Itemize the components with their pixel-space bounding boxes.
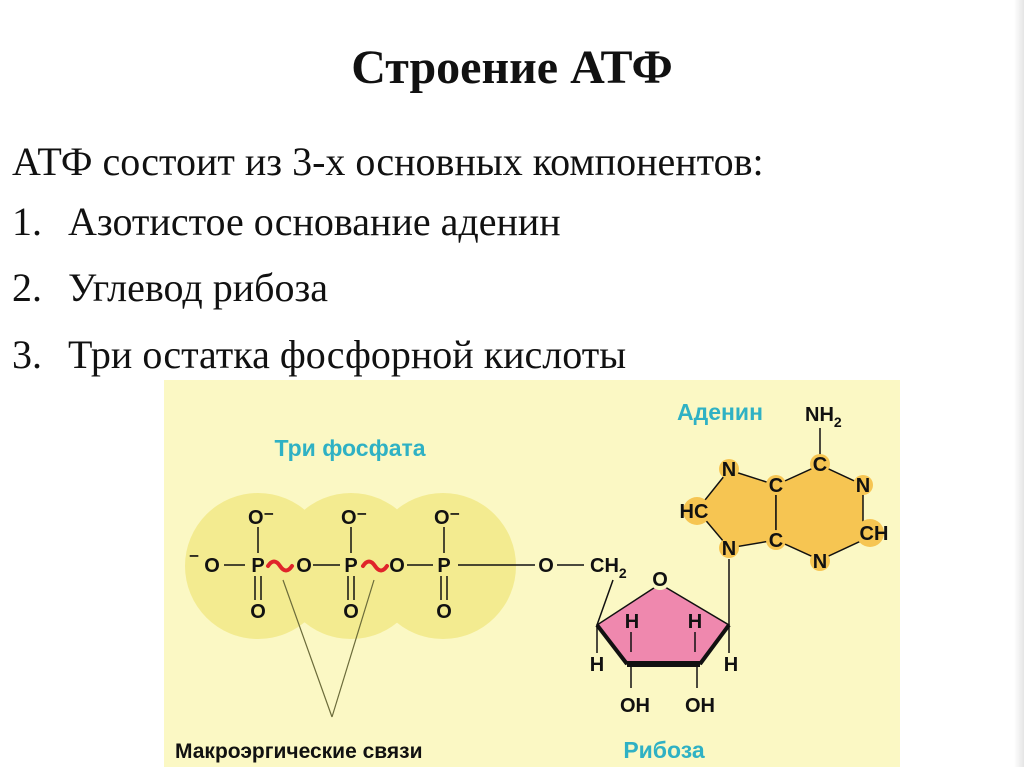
list-number: 2. [12, 265, 42, 310]
nitrogen-atom: N [722, 538, 736, 560]
hydrogen-atom: H [590, 654, 604, 676]
phosphorus-atom: P [344, 555, 357, 577]
oxygen-atom: O [389, 555, 405, 577]
carbon-atom: C [813, 454, 827, 476]
slide-edge-shadow [1014, 0, 1024, 767]
ribose-left-edge [595, 623, 629, 666]
phosphate-group-highlight [185, 493, 516, 639]
hydroxyl-group: OH [620, 695, 650, 717]
hc-group: HC [680, 501, 709, 523]
ribose-bonds [596, 559, 730, 688]
nitrogen-atom: N [813, 551, 827, 573]
slide-title: Строение АТФ [351, 41, 673, 94]
hydrogen-atom: H [724, 654, 738, 676]
ring-oxygen: O [652, 569, 668, 591]
intro-text: АТФ состоит из 3-х основных компонентов: [12, 139, 764, 184]
oxygen-minus: O⁻ [434, 507, 460, 529]
adenine-label: Аденин [677, 399, 763, 425]
list-item: 2. Углевод рибоза [12, 264, 328, 311]
bond-pointer-lines [282, 579, 375, 718]
nitrogen-atom: N [722, 459, 736, 481]
list-item: 3. Три остатка фосфорной кислоты [12, 331, 626, 378]
atp-structure-diagram: Три фосфата Аденин Рибоза Макроэргически… [164, 380, 900, 767]
oxygen-minus: O⁻ [248, 507, 274, 529]
minus-charge: ⁻ [189, 549, 200, 571]
phosphorus-atom: P [251, 555, 264, 577]
ribose-label: Рибоза [623, 737, 705, 763]
list-text: Азотистое основание аденин [68, 199, 561, 244]
hydrogen-atom: H [688, 611, 702, 633]
oxygen-atom: O [204, 555, 220, 577]
list-text: Углевод рибоза [68, 265, 329, 310]
list-number: 1. [12, 199, 42, 244]
hydroxyl-group: OH [685, 695, 715, 717]
adenine-atom-backgrounds [683, 454, 884, 571]
ring-oxygen-bg [650, 570, 670, 590]
nitrogen-atom: N [856, 475, 870, 497]
carbon-atom: C [769, 530, 783, 552]
list-text: Три остатка фосфорной кислоты [68, 332, 627, 377]
ribose-right-edge [698, 623, 731, 666]
list-number: 3. [12, 332, 42, 377]
phosphorus-atom: P [437, 555, 450, 577]
phosphate-bonds [224, 527, 448, 600]
ch-group: CH [860, 523, 889, 545]
carbon-atom: C [769, 475, 783, 497]
adenine-pyrimidine-ring [775, 464, 864, 561]
hydrogen-atom: H [625, 611, 639, 633]
oxygen-atom: O [296, 555, 312, 577]
high-energy-bonds-label: Макроэргические связи [175, 740, 423, 763]
high-energy-bond [266, 559, 389, 573]
amino-group: NH2 [805, 404, 842, 430]
list-item: 1. Азотистое основание аденин [12, 198, 561, 245]
phosphates-label: Три фосфата [274, 435, 425, 461]
ch2-group: CH2 [590, 555, 627, 581]
oxygen-atom: O [343, 601, 359, 623]
oxygen-minus: O⁻ [341, 507, 367, 529]
oxygen-atom: O [538, 555, 554, 577]
oxygen-atom: O [436, 601, 452, 623]
ch2-ribose-bond [596, 579, 614, 626]
oxygen-atom: O [250, 601, 266, 623]
